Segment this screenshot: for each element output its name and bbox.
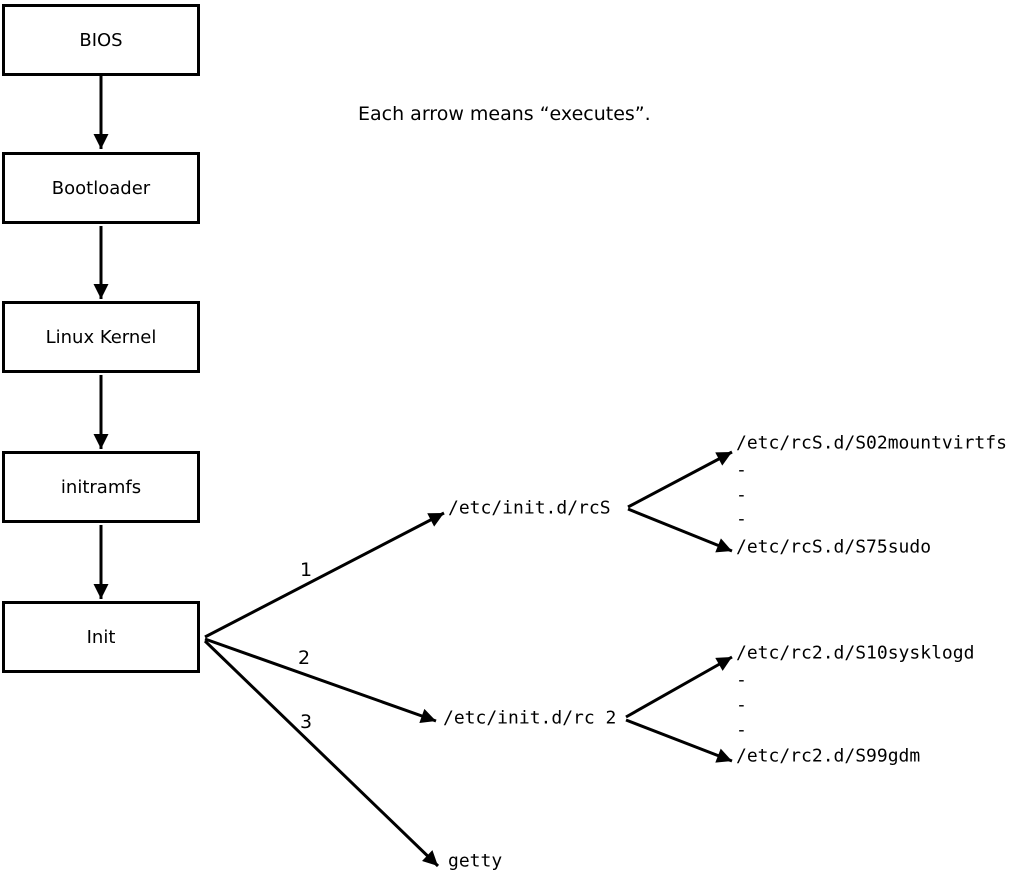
- arrow-rcS-to-s75sudo: [627, 507, 733, 553]
- box-initramfs-label: initramfs: [60, 476, 142, 498]
- label-rc2-ellipsis-3: -: [736, 719, 747, 741]
- box-linux-kernel: Linux Kernel: [2, 301, 200, 373]
- label-rcS-s75sudo: /etc/rcS.d/S75sudo: [736, 536, 932, 558]
- label-rcS-s02mountvirtfs: /etc/rcS.d/S02mountvirtfs: [736, 432, 1007, 454]
- box-bootloader-label: Bootloader: [51, 177, 151, 199]
- label-rcS-ellipsis-3: -: [736, 508, 747, 530]
- label-rc2-s99gdm: /etc/rc2.d/S99gdm: [736, 745, 921, 767]
- arrow-rc2-to-s10sysklogd: [625, 655, 733, 719]
- arrow-init-to-rcS: [204, 511, 445, 639]
- arrow-number-1: 1: [299, 559, 313, 581]
- label-rcS-ellipsis-1: -: [736, 459, 747, 481]
- arrow-init-to-rc2: [204, 637, 437, 724]
- label-rc2-s10sysklogd: /etc/rc2.d/S10sysklogd: [736, 642, 975, 664]
- box-linux-kernel-label: Linux Kernel: [45, 326, 157, 348]
- arrow-init-to-getty: [203, 639, 440, 868]
- label-init-d-rcS: /etc/init.d/rcS: [448, 497, 611, 519]
- label-rc2-ellipsis-1: -: [736, 669, 747, 691]
- label-getty: getty: [448, 850, 503, 872]
- box-initramfs: initramfs: [2, 451, 200, 523]
- box-init-label: Init: [86, 626, 116, 648]
- label-rcS-ellipsis-2: -: [736, 484, 747, 506]
- arrow-number-3: 3: [299, 711, 313, 733]
- box-bios: BIOS: [2, 4, 200, 76]
- caption-executes: Each arrow means “executes”.: [358, 103, 651, 125]
- box-init: Init: [2, 601, 200, 673]
- label-init-d-rc2: /etc/init.d/rc 2: [443, 707, 617, 729]
- arrow-number-2: 2: [297, 647, 311, 669]
- arrow-rc2-to-s99gdm: [625, 718, 733, 763]
- box-bootloader: Bootloader: [2, 152, 200, 224]
- label-rc2-ellipsis-2: -: [736, 694, 747, 716]
- box-bios-label: BIOS: [79, 29, 123, 51]
- arrow-rcS-to-s02mountvirtfs: [627, 450, 733, 509]
